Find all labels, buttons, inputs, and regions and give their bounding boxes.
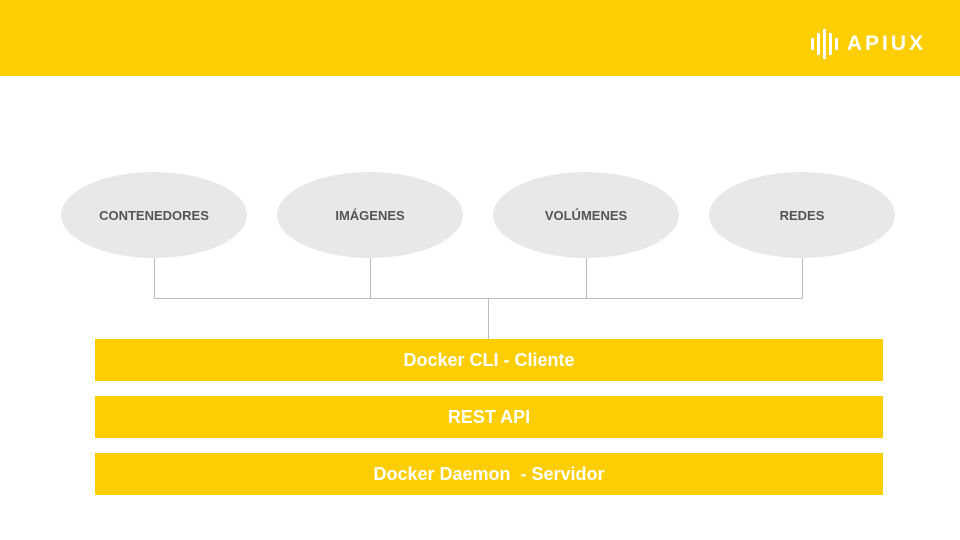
layer-label: Docker Daemon - Servidor [373, 463, 605, 484]
node-imagenes: IMÁGENES [277, 172, 463, 258]
apiux-bars-icon [810, 29, 838, 59]
node-label: VOLÚMENES [544, 207, 628, 223]
layer-docker-cli: Docker CLI - Cliente [95, 339, 883, 381]
logo-text: APIUX [846, 32, 926, 55]
layer-docker-daemon: Docker Daemon - Servidor [95, 453, 883, 495]
node-label: REDES [779, 207, 825, 223]
node-contenedores: CONTENEDORES [61, 172, 247, 258]
node-label: CONTENEDORES [99, 207, 209, 223]
node-label: IMÁGENES [335, 207, 405, 223]
layer-label: REST API [447, 406, 531, 427]
header-bar: APIUX [0, 0, 960, 76]
node-redes: REDES [709, 172, 895, 258]
layer-rest-api: REST API [95, 396, 883, 438]
apiux-logo: APIUX [810, 29, 926, 59]
layer-label: Docker CLI - Cliente [403, 349, 575, 370]
node-volumenes: VOLÚMENES [493, 172, 679, 258]
